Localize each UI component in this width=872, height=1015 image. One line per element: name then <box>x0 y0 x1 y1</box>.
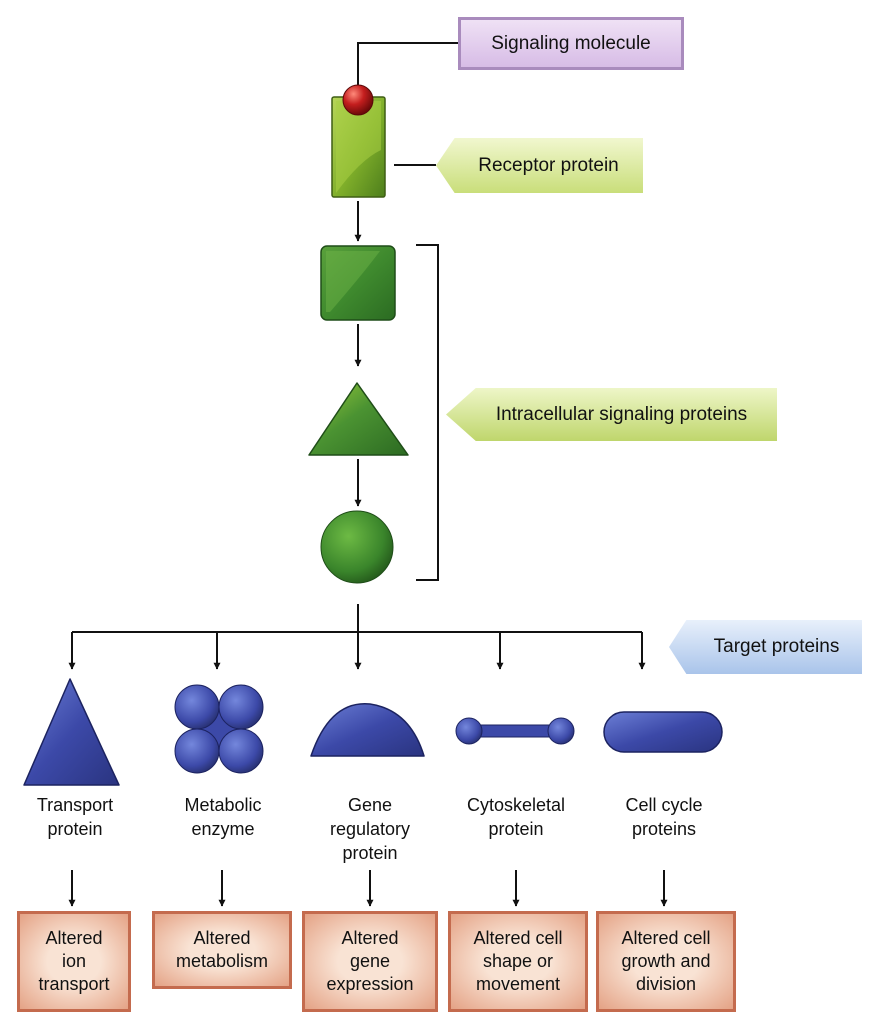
cytoskeletal-protein-caption: Cytoskeletal protein <box>466 795 566 839</box>
cell-cycle-proteins-caption: Cell cycle proteins <box>625 795 703 839</box>
outcome-altered-cell-shape: Altered cell shape or movement <box>448 911 588 1012</box>
signal-connector-line <box>357 42 458 86</box>
intracellular-square-protein <box>320 245 396 321</box>
intracellular-signaling-proteins-label: Intracellular signaling proteins <box>446 388 777 441</box>
outcome-altered-ion-transport: Altered ion transport <box>17 911 131 1012</box>
intracellular-triangle-protein <box>308 382 409 456</box>
signaling-molecule-label: Signaling molecule <box>458 17 684 70</box>
signaling-molecule-ball <box>342 84 374 116</box>
target-proteins-label: Target proteins <box>669 620 862 674</box>
cytoskeletal-protein-shape <box>455 717 575 745</box>
transport-protein-shape <box>23 678 120 786</box>
metabolic-enzyme-shape <box>174 684 264 774</box>
receptor-protein-highlight <box>336 101 381 193</box>
intracellular-bracket <box>416 244 439 581</box>
cell-cycle-protein-shape <box>603 711 723 753</box>
metabolic-enzyme-caption: Metabolic enzyme <box>184 795 262 839</box>
gene-regulatory-protein-shape <box>310 703 425 757</box>
outcome-altered-gene-expression: Altered gene expression <box>302 911 438 1012</box>
transport-protein-caption: Transport protein <box>36 795 114 839</box>
intracellular-square-highlight <box>326 251 380 312</box>
outcome-altered-cell-growth: Altered cell growth and division <box>596 911 736 1012</box>
intracellular-sphere-protein <box>320 510 394 584</box>
outcome-altered-metabolism: Altered metabolism <box>152 911 292 989</box>
receptor-protein-label: Receptor protein <box>436 138 643 193</box>
gene-regulatory-protein-caption: Gene regulatory protein <box>329 795 411 863</box>
